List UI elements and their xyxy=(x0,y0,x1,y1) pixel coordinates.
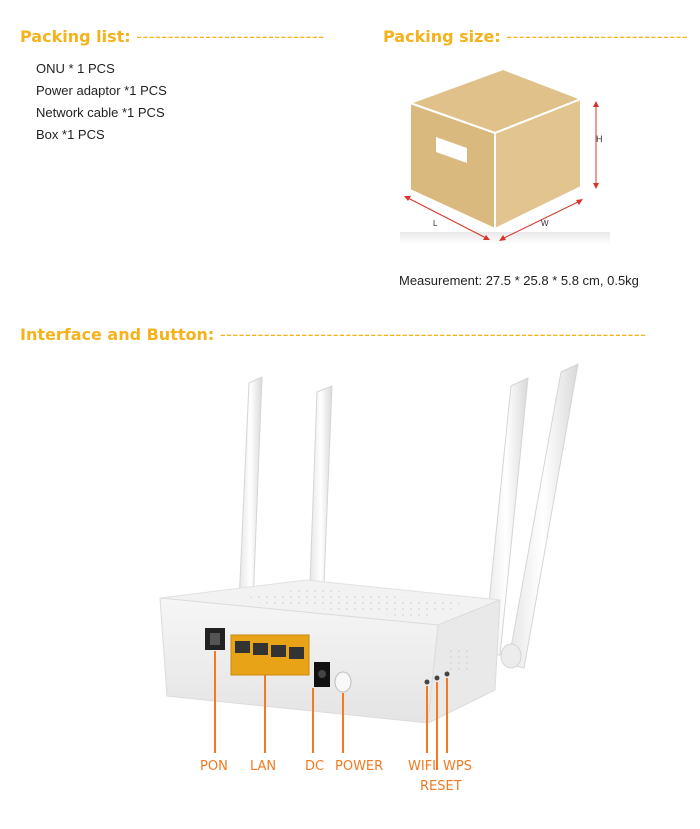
packing-list: ONU * 1 PCS Power adaptor *1 PCS Network… xyxy=(36,58,167,146)
reset-label: RESET xyxy=(420,779,462,794)
measurement-text: Measurement: 27.5 * 25.8 * 5.8 cm, 0.5kg xyxy=(399,273,639,288)
packing-item: Box *1 PCS xyxy=(36,127,105,142)
width-arrow xyxy=(501,200,581,240)
lan-ports xyxy=(230,634,310,676)
wps-button xyxy=(444,671,450,677)
reset-button xyxy=(434,675,440,681)
length-arrow xyxy=(405,196,489,240)
power-label: POWER xyxy=(335,759,383,774)
lan-label: LAN xyxy=(250,759,276,774)
interface-heading: Interface and Button: ------------------… xyxy=(20,325,647,344)
antenna-4 xyxy=(507,363,579,669)
antenna-2 xyxy=(309,385,333,586)
antenna-1 xyxy=(238,376,263,606)
packing-list-heading: Packing list: --------------------------… xyxy=(20,27,325,46)
width-label: W xyxy=(541,219,549,228)
box-side xyxy=(494,97,582,231)
antenna-3 xyxy=(483,377,529,656)
packing-item: Power adaptor *1 PCS xyxy=(36,83,167,98)
wps-label: WPS xyxy=(443,759,472,774)
height-label: H xyxy=(596,134,603,144)
length-label: L xyxy=(433,219,438,228)
wifi-label: WIFI xyxy=(408,759,436,774)
leader-lines xyxy=(214,651,448,770)
packing-item: ONU * 1 PCS xyxy=(36,61,115,76)
packing-size-heading: Packing size: --------------------------… xyxy=(383,27,689,46)
packing-item: Network cable *1 PCS xyxy=(36,105,165,120)
power-button xyxy=(334,671,352,693)
box-handle xyxy=(436,137,467,163)
wifi-button xyxy=(424,679,430,685)
pon-label: PON xyxy=(200,759,228,774)
dc-label: DC xyxy=(305,759,324,774)
